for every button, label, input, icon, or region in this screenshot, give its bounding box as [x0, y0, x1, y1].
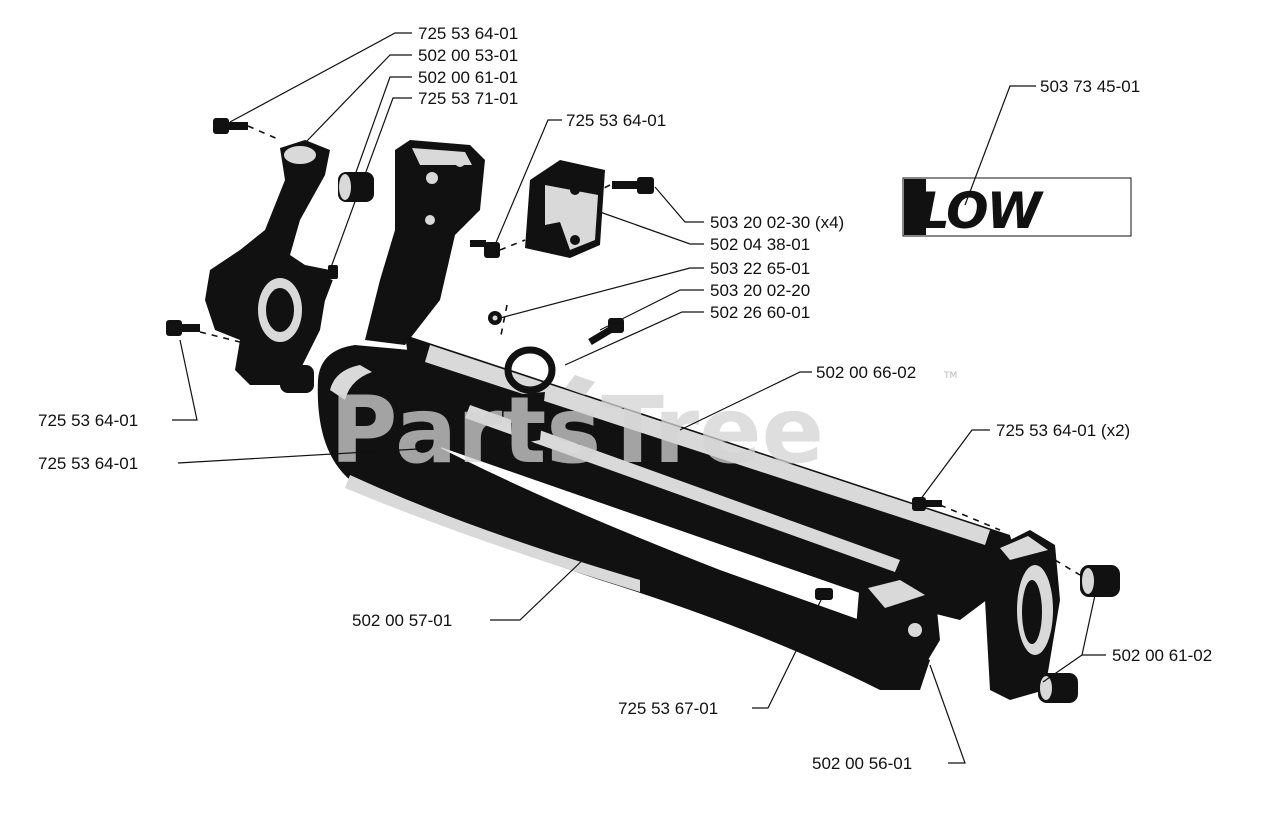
part-label: 725 53 64-01 — [38, 454, 138, 473]
screw-block-left — [470, 240, 500, 258]
part-label: 725 53 71-01 — [418, 89, 518, 108]
screw-left-lower — [166, 320, 200, 336]
guard-arm-502-00-57-01 — [317, 345, 930, 690]
end-coupling — [985, 530, 1060, 700]
loop-502-26-60-01 — [504, 346, 595, 445]
damper-lower-left — [280, 365, 314, 393]
assembly-lines — [199, 125, 1081, 681]
part-label: 503 22 65-01 — [710, 259, 810, 278]
screw-top-left — [213, 118, 248, 134]
part-label: 503 20 02-20 — [710, 281, 810, 300]
damper-502-00-61-02-bottom — [1038, 673, 1078, 703]
part-label: 725 53 64-01 — [418, 24, 518, 43]
damper-502-00-61-01 — [338, 172, 374, 202]
damper-502-00-61-02-top — [1080, 565, 1120, 597]
decal-text: LOW — [918, 182, 1045, 240]
part-label: 502 00 53-01 — [418, 46, 518, 65]
clamp-block-502-04-38-01 — [525, 160, 605, 258]
part-label: 502 00 66-02 — [816, 363, 916, 382]
part-label: 725 53 64-01 (x2) — [996, 421, 1130, 440]
screw-block-right — [612, 177, 654, 194]
low-decal: LOW — [902, 177, 1132, 240]
part-label: 503 20 02-30 (x4) — [710, 213, 844, 232]
screw-tube-left — [408, 438, 441, 452]
tube-housing-502-00-66-02 — [405, 335, 1020, 620]
part-label: 502 00 57-01 — [352, 611, 452, 630]
illustration — [166, 118, 1120, 703]
bracket-502-00-53-01 — [205, 140, 330, 385]
watermark-text: PartsTree — [330, 377, 824, 484]
part-label: 502 26 60-01 — [710, 303, 810, 322]
part-label: 725 53 64-01 — [566, 111, 666, 130]
screw-725-53-67-01 — [815, 588, 833, 600]
part-label: 502 00 61-02 — [1112, 646, 1212, 665]
leader-lines — [172, 32, 1106, 764]
part-label: 503 73 45-01 — [1040, 77, 1140, 96]
part-label: 725 53 64-01 — [38, 411, 138, 430]
part-label: 502 04 38-01 — [710, 235, 810, 254]
screw-503-20-02-20 — [588, 318, 624, 346]
screw-tube-right — [912, 497, 942, 511]
upper-bracket — [365, 140, 485, 345]
part-label: 725 53 67-01 — [618, 699, 718, 718]
part-labels: 725 53 64-01 502 00 53-01 502 00 61-01 7… — [38, 24, 1212, 773]
part-label: 502 00 56-01 — [812, 754, 912, 773]
nut-503-22-65-01 — [488, 311, 502, 325]
clamp-502-00-56-01 — [855, 572, 940, 665]
watermark-tm: TM — [943, 371, 957, 381]
watermark: PartsTree TM — [330, 371, 957, 484]
part-label: 502 00 61-01 — [418, 68, 518, 87]
